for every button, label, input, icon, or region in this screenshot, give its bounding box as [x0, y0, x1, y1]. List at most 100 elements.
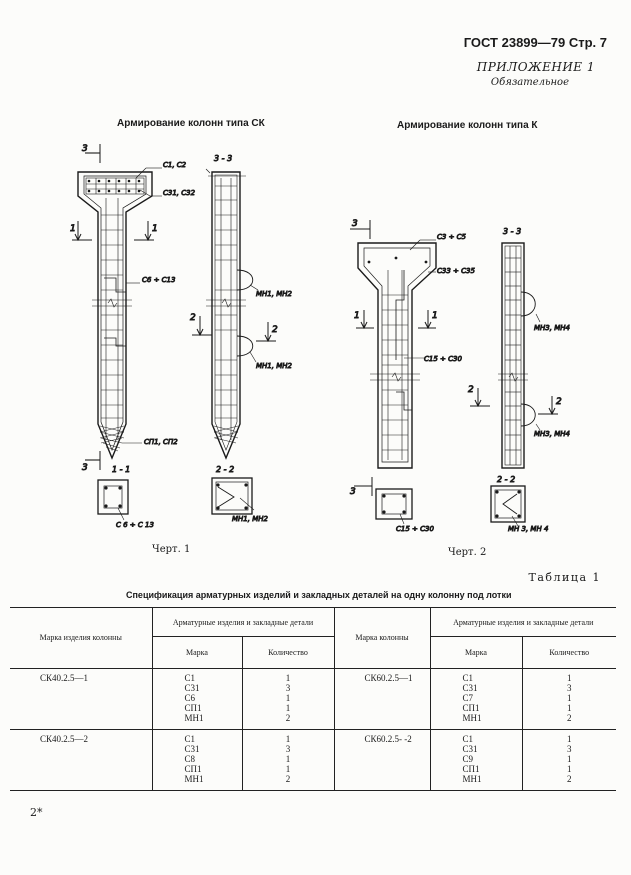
fig2-front-view: 3 3 1 1 С3 ÷ С5 С33 ÷ С35 С15 ÷ С30 [350, 219, 476, 498]
cell-marks-2-line: С31 [462, 744, 478, 754]
cell-qty-line: 1 [285, 673, 291, 683]
fig1-label-mn1: МН1, МН2 [256, 290, 293, 298]
fig2-side-view: 3 - 3 МН3, МН4 МН3, МН4 2 2 [468, 227, 570, 469]
cell-column-mark-2: СК60.2.5—1 [333, 668, 430, 730]
cell-marks-2-line: С1 [462, 673, 474, 683]
cell-marks-line: СП1 [184, 764, 202, 774]
fig2-label-c15: С15 ÷ С30 [424, 355, 462, 363]
fig2-mark-3b: 3 [350, 487, 356, 497]
fig1-label-c6c13: С6 ÷ С13 [142, 276, 175, 284]
th-qty-2: Количество [521, 636, 616, 669]
cell-qty-2-line: 1 [567, 673, 572, 683]
fig2-label-c33: С33 ÷ С35 [437, 267, 475, 275]
fig2-sec33: 3 - 3 [503, 227, 521, 236]
cell-qty-line: 2 [285, 713, 291, 723]
fig2-label-c3c5: С3 ÷ С5 [437, 233, 467, 241]
cell-qty-2-line: 2 [567, 713, 572, 723]
cell-qty-line: 3 [285, 683, 291, 693]
cell-qty-2-line: 2 [567, 774, 572, 784]
fig1-front-view: 3 3 1 1 С1, С2 С31, С32 С6 ÷ С13 СП1, СП… [70, 144, 196, 474]
cell-marks-line: МН1 [184, 774, 204, 784]
th-column-mark: Марка изделия колонны [10, 607, 152, 669]
fig1-sec33: 3 - 3 [214, 154, 232, 163]
appendix-note: Обязательное [490, 77, 569, 88]
fig1-label-mn1c: МН1, МН2 [232, 515, 269, 523]
cell-marks-line: С8 [184, 754, 196, 764]
table-label: Таблица 1 [528, 571, 601, 584]
cell-marks-2-line: С7 [462, 693, 474, 703]
cell-marks-line: С31 [184, 744, 200, 754]
cell-qty-2-line: 1 [567, 764, 572, 774]
cell-qty-line: 1 [285, 734, 291, 744]
fig1-mark-1b: 1 [152, 224, 158, 234]
th-mark-2: Марка [429, 636, 522, 669]
fig1-side-view: 3 - 3 МН1, МН2 МН1, МН2 2 2 [190, 154, 293, 460]
fig2-label-mn3: МН3, МН4 [534, 324, 570, 332]
cell-marks-line: С1 [184, 673, 196, 683]
fig1-label-sp: СП1, СП2 [144, 438, 178, 446]
cell-marks-2-line: СП1 [462, 764, 480, 774]
fig1-sec22: 2 - 2 [216, 465, 234, 474]
cell-marks-line: МН1 [184, 713, 204, 723]
fig1-mark-3b: 3 [82, 463, 88, 473]
cell-qty-line: 1 [285, 754, 291, 764]
fig1-mark-2a: 2 [190, 313, 196, 323]
page-footnote-mark: 2* [30, 806, 43, 819]
fig2-mark-2a: 2 [468, 385, 474, 395]
fig2-label-mn3b: МН3, МН4 [534, 430, 570, 438]
fig1-label-mn1b: МН1, МН2 [256, 362, 293, 370]
fig1-section-1-1: 1 - 1 С 6 ÷ С 13 [97, 465, 154, 529]
figure1-caption: Черт. 1 [152, 544, 191, 555]
cell-qty-line: 3 [285, 744, 291, 754]
figure2-title: Армирование колонн типа К [397, 120, 538, 131]
fig2-section-2-2: 2 - 2 МН 3, МН 4 [490, 475, 549, 533]
cell-marks-2-line: С9 [462, 754, 474, 764]
cell-marks-2-line: МН1 [462, 713, 482, 723]
th-group-2: Арматурные изделия и закладные детали [429, 606, 616, 638]
fig2-mark-3: 3 [352, 219, 358, 229]
cell-marks-2-line: С1 [462, 734, 474, 744]
fig1-mark-2b: 2 [272, 325, 278, 335]
fig1-section-2-2: 2 - 2 МН1, МН2 [211, 465, 269, 523]
cell-marks-line: СП1 [184, 703, 202, 713]
fig1-sec11: 1 - 1 [112, 465, 130, 474]
fig2-label-mn3c: МН 3, МН 4 [508, 525, 548, 533]
cell-marks-2-line: СП1 [462, 703, 480, 713]
specification-table: Марка изделия колонны Арматурные изделия… [10, 606, 616, 791]
cell-qty-2-line: 1 [567, 693, 572, 703]
fig2-label-c15b: С15 ÷ С30 [396, 525, 434, 533]
cell-column-mark: СК40.2.5—1 [10, 668, 152, 730]
fig1-mark-1a: 1 [70, 224, 76, 234]
cell-qty-line: 1 [285, 693, 291, 703]
table-title: Спецификация арматурных изделий и заклад… [126, 590, 512, 600]
fig2-mark-1a: 1 [354, 311, 360, 321]
cell-qty-2-line: 3 [567, 683, 572, 693]
reinforcement-drawings: 3 3 1 1 С1, С2 С31, С32 С6 ÷ С13 СП1, СП… [70, 144, 571, 534]
cell-marks-2-line: С31 [462, 683, 478, 693]
appendix-title: ПРИЛОЖЕНИЕ 1 [476, 60, 595, 74]
th-group: Арматурные изделия и закладные детали [151, 606, 334, 638]
cell-qty-line: 2 [285, 774, 291, 784]
cell-marks-line: С6 [184, 693, 196, 703]
cell-marks-2-line: МН1 [462, 774, 482, 784]
fig2-section-1-1: С15 ÷ С30 [375, 488, 435, 533]
fig1-mark-3: 3 [82, 144, 88, 154]
cell-qty-2-line: 1 [567, 703, 572, 713]
fig2-mark-1b: 1 [432, 311, 438, 321]
th-qty: Количество [241, 636, 334, 669]
th-column-mark-2: Марка колонны [333, 607, 430, 669]
cell-marks-line: С31 [184, 683, 200, 693]
fig1-label-c6c13b: С 6 ÷ С 13 [116, 521, 154, 529]
figure1-title: Армирование колонн типа СК [117, 118, 265, 129]
fig2-sec22: 2 - 2 [497, 475, 515, 484]
cell-marks-line: С1 [184, 734, 196, 744]
